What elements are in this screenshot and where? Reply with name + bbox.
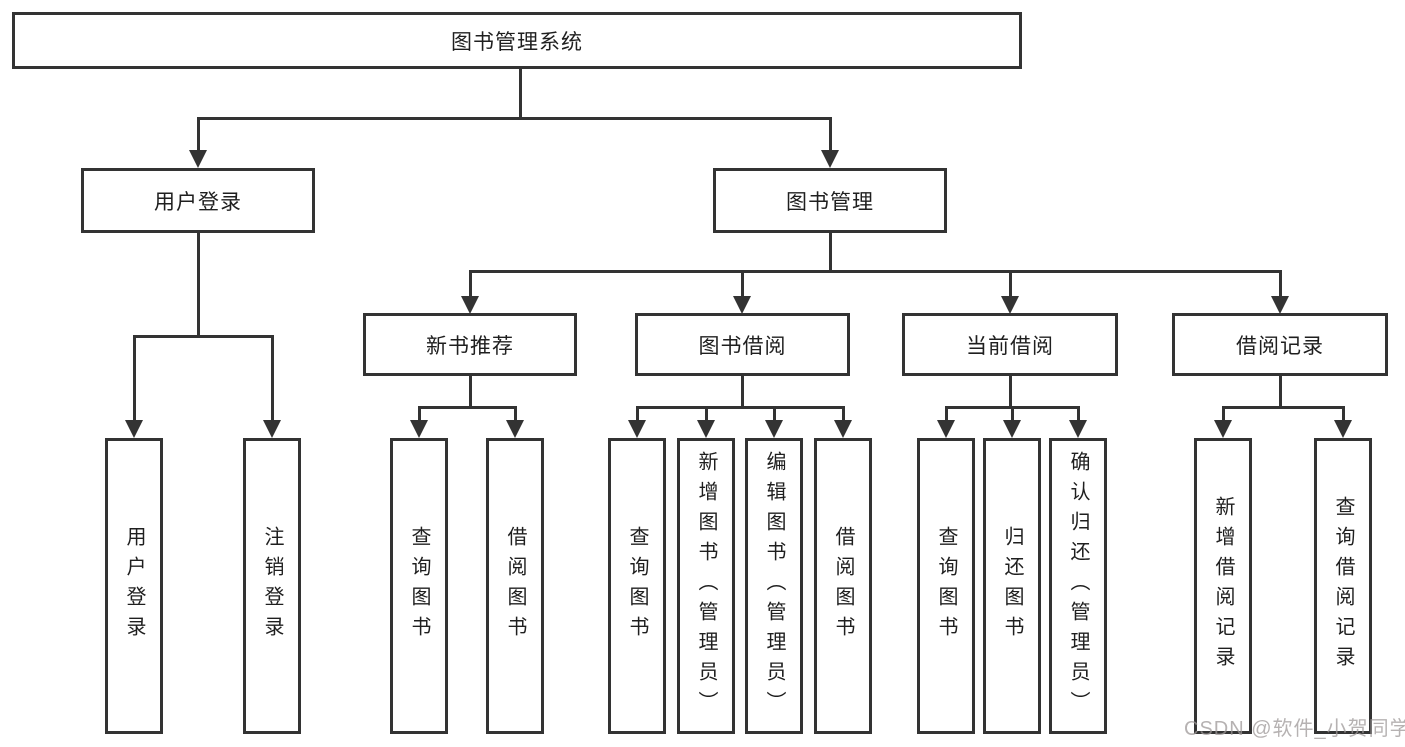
node-book-management: 图书管理 xyxy=(713,168,947,233)
node-library-system: 图书管理系统 xyxy=(12,12,1022,69)
connector-line xyxy=(740,271,744,298)
leaf-label: 借阅图书 xyxy=(832,526,854,646)
connector-line xyxy=(270,336,274,422)
arrow-down-icon xyxy=(125,420,143,438)
connector-line xyxy=(468,375,472,408)
connector-line xyxy=(1076,407,1080,422)
leaf-label: 注销登录 xyxy=(261,526,283,646)
arrow-down-icon xyxy=(821,150,839,168)
node-current-borrow: 当前借阅 xyxy=(902,313,1118,376)
connector-line xyxy=(196,116,832,120)
leaf-label: 新增借阅记录 xyxy=(1212,496,1234,676)
connector-line xyxy=(468,269,1282,273)
arrow-down-icon xyxy=(765,420,783,438)
arrow-down-icon xyxy=(1069,420,1087,438)
node-new-book-recommend: 新书推荐 xyxy=(363,313,577,376)
connector-line xyxy=(1341,407,1345,422)
connector-line xyxy=(828,232,832,272)
leaf-query-books-borrow: 查询图书 xyxy=(608,438,666,734)
arrow-down-icon xyxy=(410,420,428,438)
connector-line xyxy=(1221,405,1345,409)
connector-line xyxy=(944,407,948,422)
arrow-down-icon xyxy=(937,420,955,438)
leaf-add-borrow-record: 新增借阅记录 xyxy=(1194,438,1252,734)
arrow-down-icon xyxy=(834,420,852,438)
arrow-down-icon xyxy=(1214,420,1232,438)
arrow-down-icon xyxy=(1003,420,1021,438)
connector-line xyxy=(196,118,200,152)
leaf-return-book: 归还图书 xyxy=(983,438,1041,734)
connector-line xyxy=(1278,375,1282,408)
node-borrow-records: 借阅记录 xyxy=(1172,313,1388,376)
leaf-borrow-books: 借阅图书 xyxy=(814,438,872,734)
leaf-query-books-current: 查询图书 xyxy=(917,438,975,734)
leaf-label: 用户登录 xyxy=(123,526,145,646)
connector-line xyxy=(704,407,708,422)
connector-line xyxy=(132,336,136,422)
leaf-label: 确认归还（管理员） xyxy=(1067,451,1089,721)
arrow-down-icon xyxy=(263,420,281,438)
connector-line xyxy=(1008,375,1012,408)
leaf-label: 借阅图书 xyxy=(504,526,526,646)
leaf-borrow-books-recommend: 借阅图书 xyxy=(486,438,544,734)
node-label: 新书推荐 xyxy=(426,334,514,358)
connector-line xyxy=(417,407,421,422)
node-label: 借阅记录 xyxy=(1236,334,1324,358)
leaf-label: 查询借阅记录 xyxy=(1332,496,1354,676)
arrow-down-icon xyxy=(1001,296,1019,314)
arrow-down-icon xyxy=(506,420,524,438)
connector-line xyxy=(635,405,845,409)
leaf-edit-book-admin: 编辑图书（管理员） xyxy=(745,438,803,734)
node-book-borrow: 图书借阅 xyxy=(635,313,850,376)
watermark-text: CSDN @软件_小贺同学 xyxy=(1184,718,1405,740)
connector-line xyxy=(132,334,274,338)
leaf-confirm-return-admin: 确认归还（管理员） xyxy=(1049,438,1107,734)
leaf-query-borrow-record: 查询借阅记录 xyxy=(1314,438,1372,734)
arrow-down-icon xyxy=(628,420,646,438)
arrow-down-icon xyxy=(697,420,715,438)
node-label: 图书借阅 xyxy=(698,334,787,358)
node-user-login: 用户登录 xyxy=(81,168,315,233)
arrow-down-icon xyxy=(1334,420,1352,438)
leaf-label: 编辑图书（管理员） xyxy=(763,451,785,721)
connector-line xyxy=(468,271,472,298)
leaf-logout: 注销登录 xyxy=(243,438,301,734)
connector-line xyxy=(740,375,744,408)
connector-line xyxy=(417,405,517,409)
connector-line xyxy=(841,407,845,422)
arrow-down-icon xyxy=(189,150,207,168)
connector-line xyxy=(1010,407,1014,422)
node-label: 当前借阅 xyxy=(966,334,1054,358)
leaf-label: 归还图书 xyxy=(1001,526,1023,646)
leaf-label: 查询图书 xyxy=(626,526,648,646)
connector-line xyxy=(772,407,776,422)
leaf-label: 新增图书（管理员） xyxy=(695,451,717,721)
arrow-down-icon xyxy=(1271,296,1289,314)
connector-line xyxy=(1008,271,1012,298)
connector-line xyxy=(196,232,200,337)
arrow-down-icon xyxy=(733,296,751,314)
connector-line xyxy=(518,69,522,120)
node-label: 图书管理 xyxy=(786,190,874,214)
leaf-user-login: 用户登录 xyxy=(105,438,163,734)
connector-line xyxy=(635,407,639,422)
leaf-add-book-admin: 新增图书（管理员） xyxy=(677,438,735,734)
leaf-label: 查询图书 xyxy=(935,526,957,646)
connector-line xyxy=(1221,407,1225,422)
leaf-label: 查询图书 xyxy=(408,526,430,646)
node-label: 图书管理系统 xyxy=(451,30,583,54)
node-label: 用户登录 xyxy=(154,190,242,214)
connector-line xyxy=(1278,271,1282,298)
connector-line xyxy=(828,118,832,152)
arrow-down-icon xyxy=(461,296,479,314)
connector-line xyxy=(513,407,517,422)
leaf-query-books-recommend: 查询图书 xyxy=(390,438,448,734)
